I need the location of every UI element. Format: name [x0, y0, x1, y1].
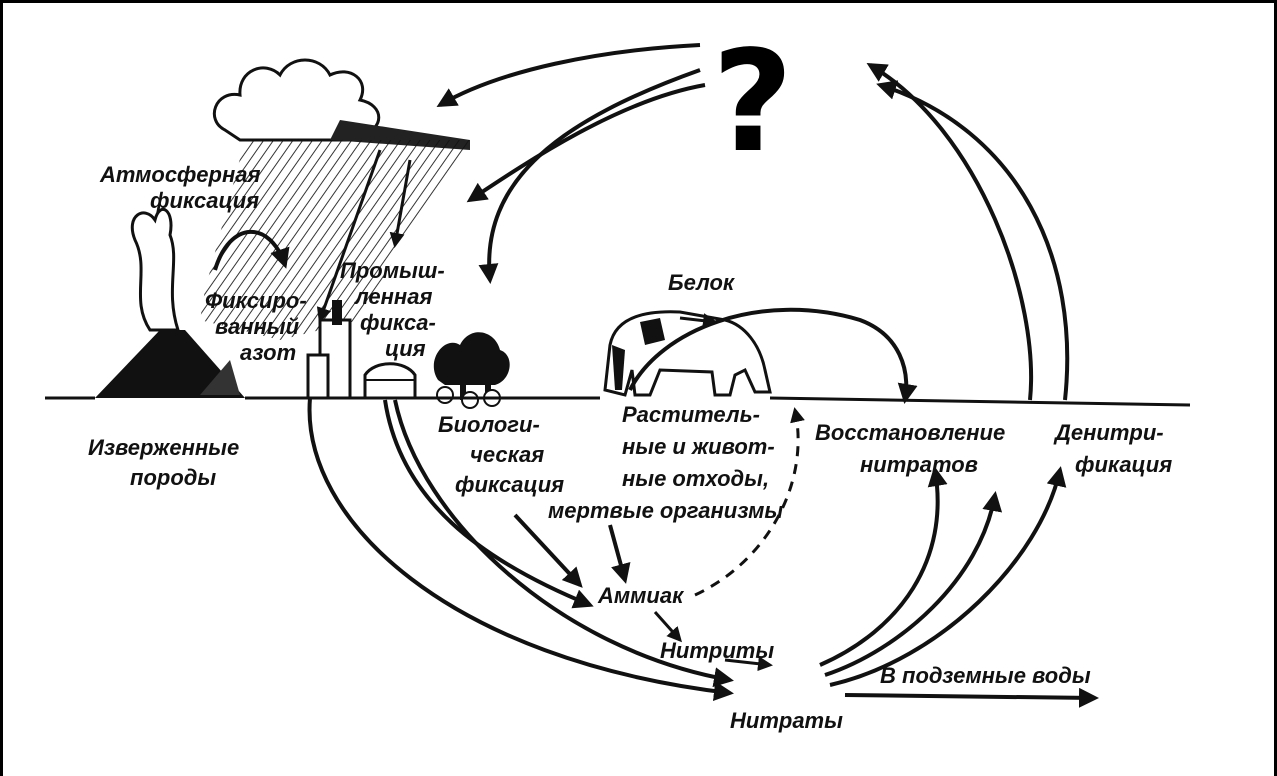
- label-biological-fixation-3: фиксация: [455, 472, 564, 497]
- arrow-rain-fixed: [316, 149, 382, 323]
- arrow-protein: [679, 313, 718, 329]
- label-protein: Белок: [668, 270, 736, 295]
- label-denitrification: Денитри-: [1053, 420, 1164, 445]
- label-waste-3: ные отходы,: [622, 466, 769, 491]
- label-ammonia: Аммиак: [597, 583, 685, 608]
- label-fixed-nitrogen-2: ванный: [215, 314, 300, 339]
- label-atmospheric-fixation-2: фиксация: [150, 188, 259, 213]
- arrow-waste-to-ammonia: [608, 524, 631, 584]
- label-biological-fixation: Биологи-: [438, 412, 540, 437]
- arrow-to-biological: [478, 68, 701, 284]
- rain-shading: [200, 140, 470, 340]
- cloud-icon: [212, 58, 470, 150]
- arrow-to-cloud: [436, 43, 701, 108]
- arrow-nitrates-to-reduction: [819, 466, 948, 667]
- label-industrial-fixation-2: ленная: [354, 284, 432, 309]
- arrow-fixed-to-nitrates: [307, 397, 734, 702]
- label-nitrate-reduction-2: нитратов: [860, 452, 978, 477]
- factory-icon: [306, 300, 417, 400]
- label-fixed-nitrogen: Фиксиро-: [205, 288, 307, 313]
- label-industrial-fixation: Промыш-: [340, 258, 445, 283]
- arrow-to-rain: [466, 83, 706, 203]
- arrow-rain-down: [389, 159, 412, 248]
- label-atmospheric-fixation: Атмосферная: [99, 162, 260, 187]
- arrow-denitrification-up-1: [866, 62, 1033, 401]
- cow-icon: [603, 310, 772, 397]
- label-industrial-fixation-3: фикса-: [360, 310, 436, 335]
- arrow-nitrates-up-1: [824, 491, 1003, 677]
- label-igneous-rocks-2: породы: [130, 465, 216, 490]
- arrow-protein-loop: [628, 307, 918, 404]
- label-groundwater: В подземные воды: [880, 663, 1091, 688]
- label-waste: Раститель-: [622, 402, 760, 427]
- arrow-industrial-to-nitrates: [393, 399, 734, 688]
- arrow-to-groundwater: [844, 687, 1099, 708]
- arrow-atmospheric-arc: [213, 229, 290, 271]
- arrow-nitrates-to-denitrification: [829, 466, 1067, 687]
- label-nitrites: Нитриты: [660, 638, 774, 663]
- arrow-denitrification-up-2: [876, 80, 1070, 401]
- label-fixed-nitrogen-3: азот: [240, 340, 296, 365]
- label-industrial-fixation-4: ция: [385, 336, 426, 361]
- label-waste-4: мертвые организмы: [548, 498, 783, 523]
- arrow-nitrites-to-nitrates: [724, 656, 773, 672]
- arrow-ammonia-to-nitrites: [653, 611, 682, 643]
- label-nitrates: Нитраты: [730, 708, 843, 733]
- label-denitrification-2: фикация: [1075, 452, 1172, 477]
- arrow-biological-to-ammonia: [513, 513, 583, 588]
- question-mark: ?: [712, 21, 793, 184]
- dashed-ammonia-cycle: [694, 407, 805, 597]
- label-waste-2: ные и живот-: [622, 434, 775, 459]
- ground-line: [45, 396, 1191, 407]
- arrow-industrial-to-ammonia: [383, 399, 594, 609]
- label-biological-fixation-2: ческая: [470, 442, 544, 467]
- label-nitrate-reduction: Восстановление: [815, 420, 1005, 445]
- volcano-icon: [95, 207, 245, 398]
- label-igneous-rocks: Изверженные: [88, 435, 239, 460]
